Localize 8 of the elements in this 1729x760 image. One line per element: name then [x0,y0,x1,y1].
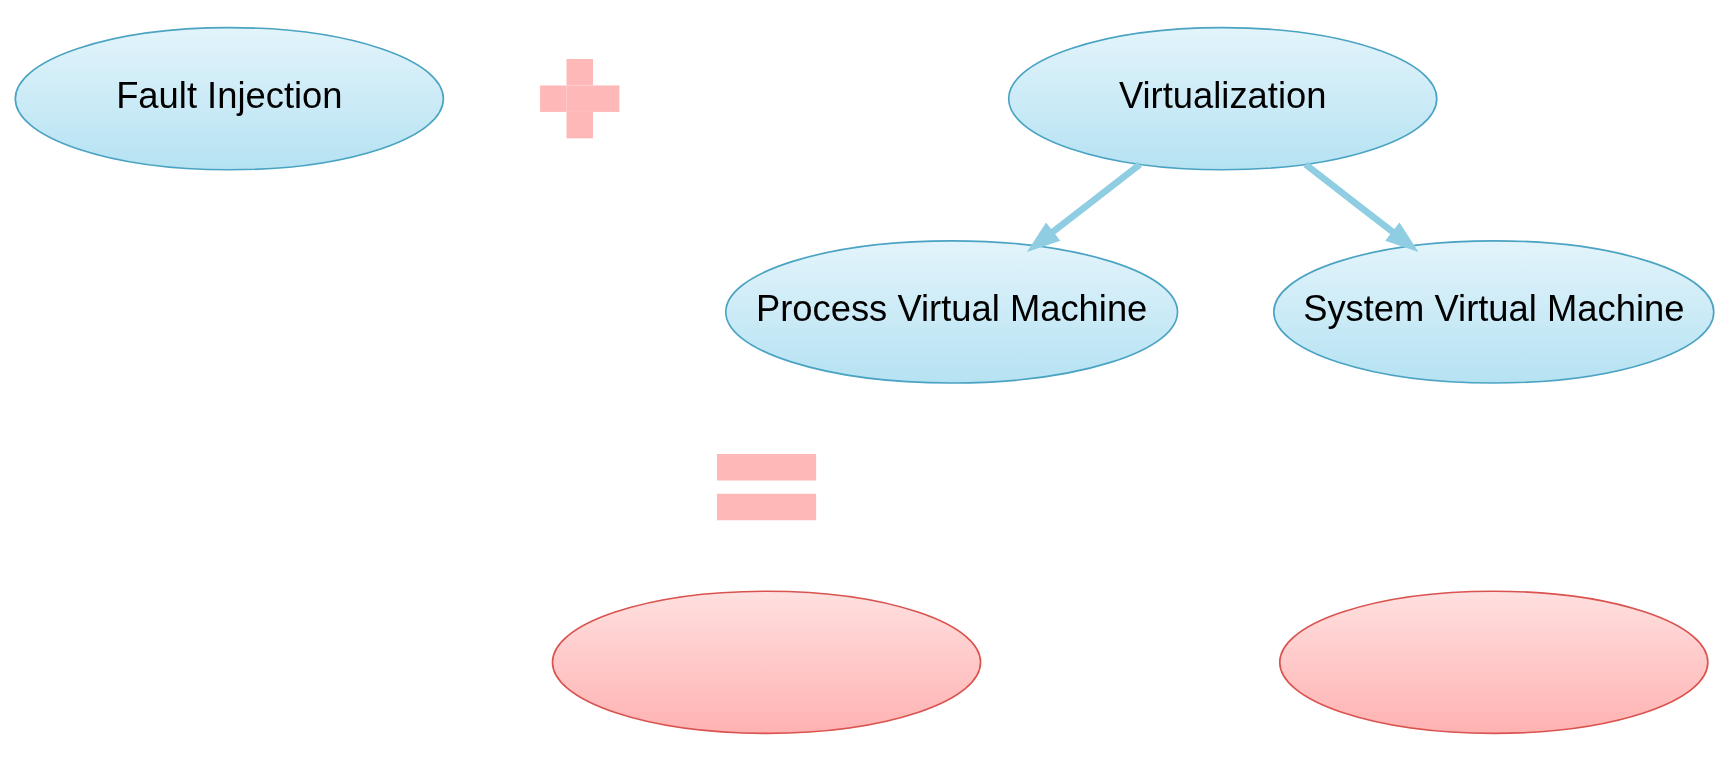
node-ellipse: Virtualization [1007,26,1438,171]
node-ellipse [551,589,982,734]
node-ellipse: Fault Injection [14,26,445,171]
arrow [1026,161,1142,252]
arrow [1303,161,1419,252]
node-ellipse: System Virtual Machine [1272,239,1715,384]
node-ellipse [1278,589,1709,734]
node-ellipse: Process Virtual Machine [724,239,1179,384]
